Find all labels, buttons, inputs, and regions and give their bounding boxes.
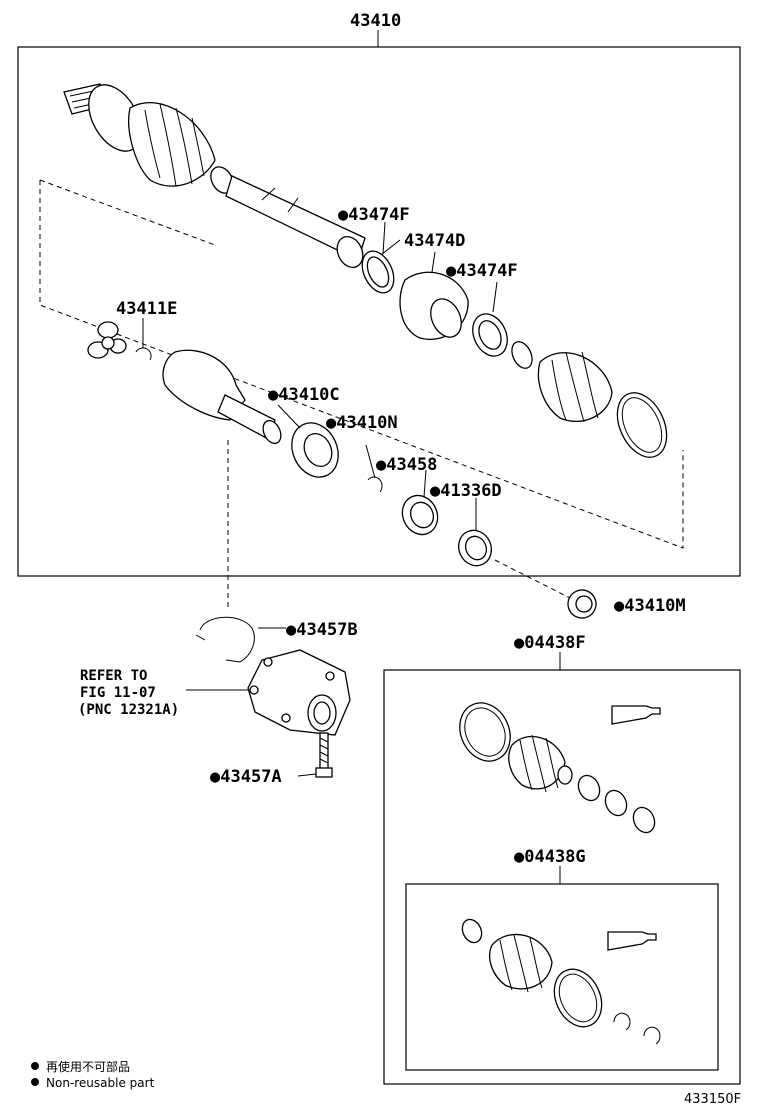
label-43474F-b: ●43474F xyxy=(446,261,518,281)
bearing-43410C xyxy=(291,422,339,478)
small-clamp-ring xyxy=(511,341,533,369)
shaft-break xyxy=(261,187,299,213)
label-43474D: 43474D xyxy=(404,231,465,251)
boot-kit-frame-04438G xyxy=(405,883,719,1071)
large-boot-band-inner xyxy=(621,397,663,453)
seal-41336D xyxy=(457,529,493,567)
leader-43474D-b xyxy=(431,251,436,273)
boot-kit-frame-04438F xyxy=(383,669,741,1085)
label-04438G: ●04438G xyxy=(514,847,586,867)
bearing-bracket xyxy=(247,649,351,736)
label-43458: ●43458 xyxy=(376,455,437,475)
label-43411E: 43411E xyxy=(116,299,177,319)
leader-43458 xyxy=(423,469,427,498)
legend-bullet-en xyxy=(31,1078,39,1086)
boot-clamp-43474F-b xyxy=(472,313,508,357)
leader-43410C xyxy=(277,404,301,429)
refer-line-3: (PNC 12321A) xyxy=(78,702,179,718)
label-43410M: ●43410M xyxy=(614,596,686,616)
leader-43474F-b xyxy=(492,281,498,313)
snap-ring-43410N xyxy=(367,476,383,493)
label-43457A: ●43457A xyxy=(210,767,282,787)
shaft-spline-end xyxy=(336,235,364,269)
tripod-snap-ring xyxy=(135,347,152,361)
label-43410N: ●43410N xyxy=(326,413,398,433)
leader-43457A xyxy=(297,773,317,777)
large-boot-band xyxy=(616,392,668,458)
refer-line-2: FIG 11-07 xyxy=(80,685,156,701)
drive-shaft xyxy=(225,175,401,269)
outer-boot-folds xyxy=(144,103,205,187)
inner-joint-boot xyxy=(537,351,613,423)
snap-ring-43457B xyxy=(199,616,255,663)
legend-bullet-jp xyxy=(31,1062,39,1070)
label-43410C: ●43410C xyxy=(268,385,340,405)
assembly-number: 43410 xyxy=(350,11,401,31)
figure-id: 433150F xyxy=(684,1092,741,1107)
leader-43410N xyxy=(365,444,376,479)
snap-ring-43457B-ends xyxy=(195,634,241,663)
refer-line-1: REFER TO xyxy=(80,668,147,684)
boot-clamp-43474F-a xyxy=(361,250,395,294)
ring-43410M xyxy=(567,589,597,619)
leader-43474F-a xyxy=(382,221,386,255)
label-04438F: ●04438F xyxy=(514,633,586,653)
label-43474F-a: ●43474F xyxy=(338,205,410,225)
label-43457B: ●43457B xyxy=(286,620,358,640)
inner-joint-outline-top xyxy=(39,179,216,246)
legend-en: Non-reusable part xyxy=(46,1076,155,1090)
outer-boot xyxy=(128,102,216,187)
legend-jp: 再使用不可部品 xyxy=(46,1059,130,1074)
inner-joint-outline xyxy=(39,180,684,549)
bolt-43457A xyxy=(315,732,333,778)
outboard-cv-joint xyxy=(63,83,234,194)
seal-43458 xyxy=(401,494,439,536)
main-assembly-frame xyxy=(17,46,741,577)
leader-dash-43410M xyxy=(494,559,571,599)
boot-kit-04438F-parts xyxy=(459,702,661,834)
boot-kit-04438G-parts xyxy=(461,918,661,1045)
inner-boot-43474D xyxy=(399,271,469,340)
label-41336D: ●41336D xyxy=(430,481,502,501)
tripod-joint-43411E xyxy=(87,321,127,359)
inboard-joint-housing xyxy=(162,349,282,445)
